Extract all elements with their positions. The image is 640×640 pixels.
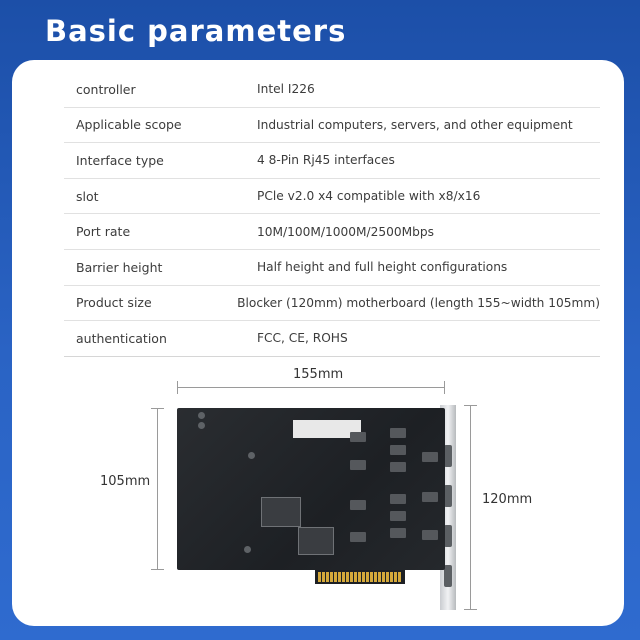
controller-chip bbox=[298, 527, 334, 555]
board-sticker bbox=[293, 420, 361, 438]
spec-value: Intel I226 bbox=[257, 82, 315, 97]
spec-row-controller: controller Intel I226 bbox=[64, 72, 600, 108]
spec-value: PCle v2.0 x4 compatible with x8/x16 bbox=[257, 189, 481, 204]
spec-value: Half height and full height configuratio… bbox=[257, 260, 508, 275]
spec-label: Barrier height bbox=[76, 259, 163, 275]
mounting-hole bbox=[248, 452, 255, 459]
height-dimension-label: 120mm bbox=[482, 492, 533, 507]
parameters-card: controller Intel I226 Applicable scope I… bbox=[12, 60, 624, 626]
spec-row-barrier-height: Barrier height Half height and full heig… bbox=[64, 250, 600, 286]
port-component bbox=[390, 494, 406, 504]
port-component bbox=[422, 530, 438, 540]
spec-label: Interface type bbox=[76, 152, 164, 168]
spec-label: slot bbox=[76, 188, 99, 204]
height-dimension-tick-top bbox=[464, 405, 477, 406]
port-component bbox=[390, 445, 406, 455]
width-dimension-tick-bottom bbox=[151, 569, 164, 570]
length-dimension-label: 155mm bbox=[293, 367, 344, 382]
spec-label: Product size bbox=[76, 295, 152, 311]
spec-row-port-rate: Port rate 10M/100M/1000M/2500Mbps bbox=[64, 214, 600, 250]
spec-row-applicable-scope: Applicable scope Industrial computers, s… bbox=[64, 108, 600, 144]
port-component bbox=[390, 428, 406, 438]
spec-row-interface-type: Interface type 4 8-Pin Rj45 interfaces bbox=[64, 143, 600, 179]
width-dimension-label: 105mm bbox=[100, 474, 151, 489]
port-component bbox=[350, 500, 366, 510]
mounting-hole bbox=[198, 422, 205, 429]
spec-value: 4 8-Pin Rj45 interfaces bbox=[257, 153, 395, 168]
width-dimension-line bbox=[157, 408, 158, 570]
spec-value: 10M/100M/1000M/2500Mbps bbox=[257, 224, 435, 239]
pcie-gold-fingers bbox=[318, 572, 402, 582]
spec-value: FCC, CE, ROHS bbox=[257, 331, 348, 346]
width-dimension-tick-top bbox=[151, 408, 164, 409]
page-title: Basic parameters bbox=[45, 14, 347, 48]
port-component bbox=[422, 492, 438, 502]
port-component bbox=[390, 511, 406, 521]
port-component bbox=[350, 432, 366, 442]
port-component bbox=[350, 460, 366, 470]
spec-row-slot: slot PCle v2.0 x4 compatible with x8/x16 bbox=[64, 179, 600, 215]
spec-value: Industrial computers, servers, and other… bbox=[257, 117, 573, 132]
port-component bbox=[390, 528, 406, 538]
length-dimension-tick-right bbox=[444, 381, 445, 394]
spec-table: controller Intel I226 Applicable scope I… bbox=[64, 72, 600, 357]
length-dimension-tick-left bbox=[177, 381, 178, 394]
port-component bbox=[350, 532, 366, 542]
spec-value: Blocker (120mm) motherboard (length 155~… bbox=[237, 295, 600, 310]
height-dimension-line bbox=[470, 405, 471, 610]
port-component bbox=[390, 462, 406, 472]
spec-row-product-size: Product size Blocker (120mm) motherboard… bbox=[64, 286, 600, 322]
controller-chip bbox=[261, 497, 301, 527]
spec-label: controller bbox=[76, 81, 136, 97]
mounting-hole bbox=[244, 546, 251, 553]
mounting-hole bbox=[198, 412, 205, 419]
height-dimension-tick-bottom bbox=[464, 609, 477, 610]
spec-row-authentication: authentication FCC, CE, ROHS bbox=[64, 321, 600, 357]
port-component bbox=[422, 452, 438, 462]
spec-label: Applicable scope bbox=[76, 117, 182, 133]
spec-label: authentication bbox=[76, 330, 167, 346]
length-dimension-line bbox=[177, 387, 445, 388]
spec-label: Port rate bbox=[76, 224, 131, 240]
